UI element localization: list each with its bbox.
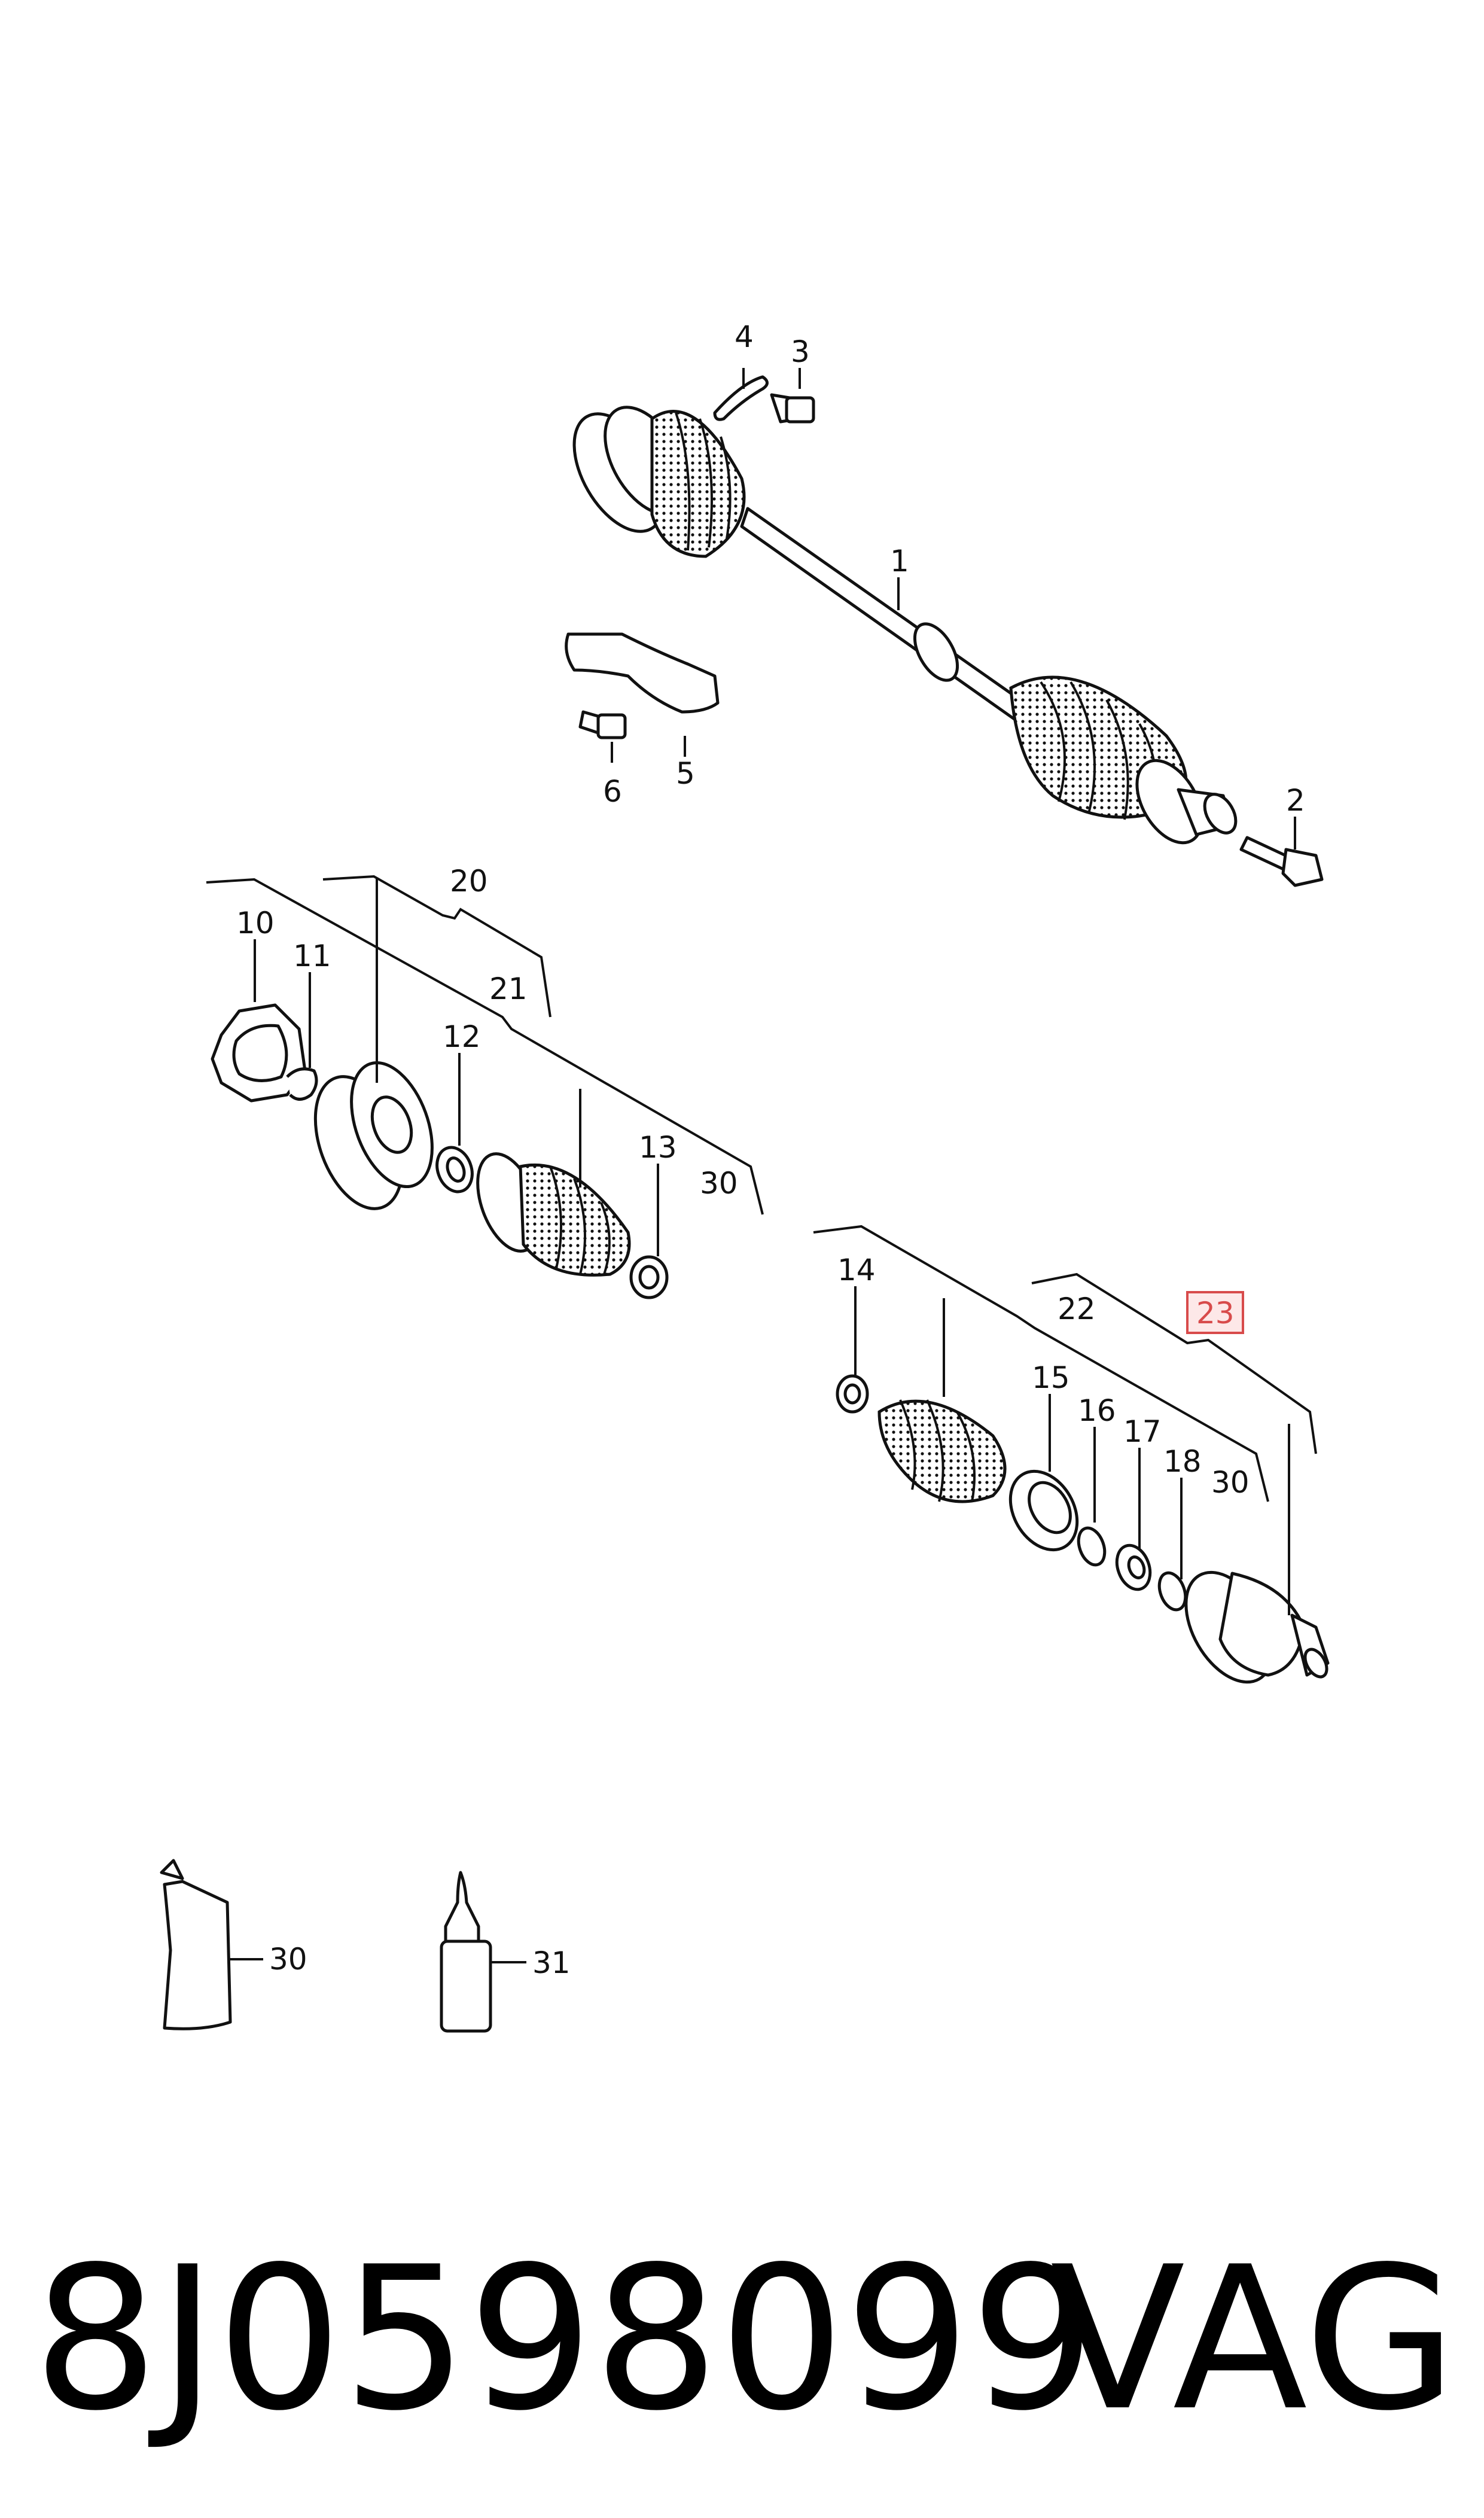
callout-21: 21	[489, 972, 528, 1006]
grease-tube-part-30	[160, 1859, 232, 2030]
callout-1: 1	[890, 544, 909, 578]
callout-15: 15	[1032, 1360, 1070, 1395]
callout-23: 23	[1196, 1296, 1235, 1330]
washer-part-12	[435, 1146, 474, 1193]
callout-3: 3	[791, 334, 810, 369]
callout-5: 5	[676, 756, 695, 791]
callout-22: 22	[1058, 1292, 1096, 1326]
callout-14: 14	[837, 1253, 876, 1287]
callout-16: 16	[1078, 1393, 1116, 1428]
highlight-box-23	[1186, 1291, 1244, 1334]
callout-20: 20	[450, 864, 488, 899]
leader-lines	[206, 368, 1317, 1963]
washer-part-16	[1077, 1526, 1107, 1567]
sealant-bottle-part-31	[440, 1871, 492, 2033]
callout-13: 13	[639, 1130, 677, 1165]
callout-30-upper: 30	[700, 1166, 738, 1201]
callout-4: 4	[735, 319, 754, 354]
callout-17: 17	[1123, 1414, 1162, 1449]
screw-part-6	[578, 710, 627, 739]
clamp-part-14	[836, 1374, 869, 1414]
callout-labels: 1 2 3 4 5 6 10 11 12 13 14 15 16 17 18 2…	[236, 319, 1305, 1980]
outer-boot-part-22	[877, 1399, 1007, 1503]
bolt-part-2	[1239, 836, 1324, 887]
outer-cv-joint-part-23	[1184, 1570, 1330, 1684]
heat-shield-part-5	[565, 632, 720, 714]
callout-18: 18	[1163, 1444, 1202, 1479]
clamp-part-13	[629, 1255, 669, 1299]
circlip-part-18	[1157, 1571, 1187, 1612]
callout-2: 2	[1286, 783, 1305, 818]
cv-joint-part-20	[313, 1061, 434, 1210]
bolt-part-3	[770, 393, 815, 424]
clamp-part-15	[1008, 1469, 1079, 1552]
callout-11: 11	[293, 939, 331, 973]
inner-boot-part-21	[476, 1152, 631, 1277]
brand-name: VAG	[1050, 2224, 1457, 2454]
callout-10: 10	[236, 906, 275, 940]
callout-30-tube: 30	[269, 1942, 307, 1977]
callout-12: 12	[443, 1019, 481, 1054]
callout-6: 6	[603, 774, 622, 809]
locking-plate-part-4	[713, 375, 769, 421]
callout-31: 31	[532, 1945, 571, 1980]
gasket-part-10	[211, 1003, 307, 1103]
part-number: 8J0598099	[33, 2224, 1096, 2454]
circlip-part-11	[286, 1067, 318, 1101]
drive-shaft-assembly	[572, 406, 1238, 845]
callout-30-lower: 30	[1211, 1465, 1250, 1500]
dished-washer-part-17	[1115, 1543, 1152, 1591]
